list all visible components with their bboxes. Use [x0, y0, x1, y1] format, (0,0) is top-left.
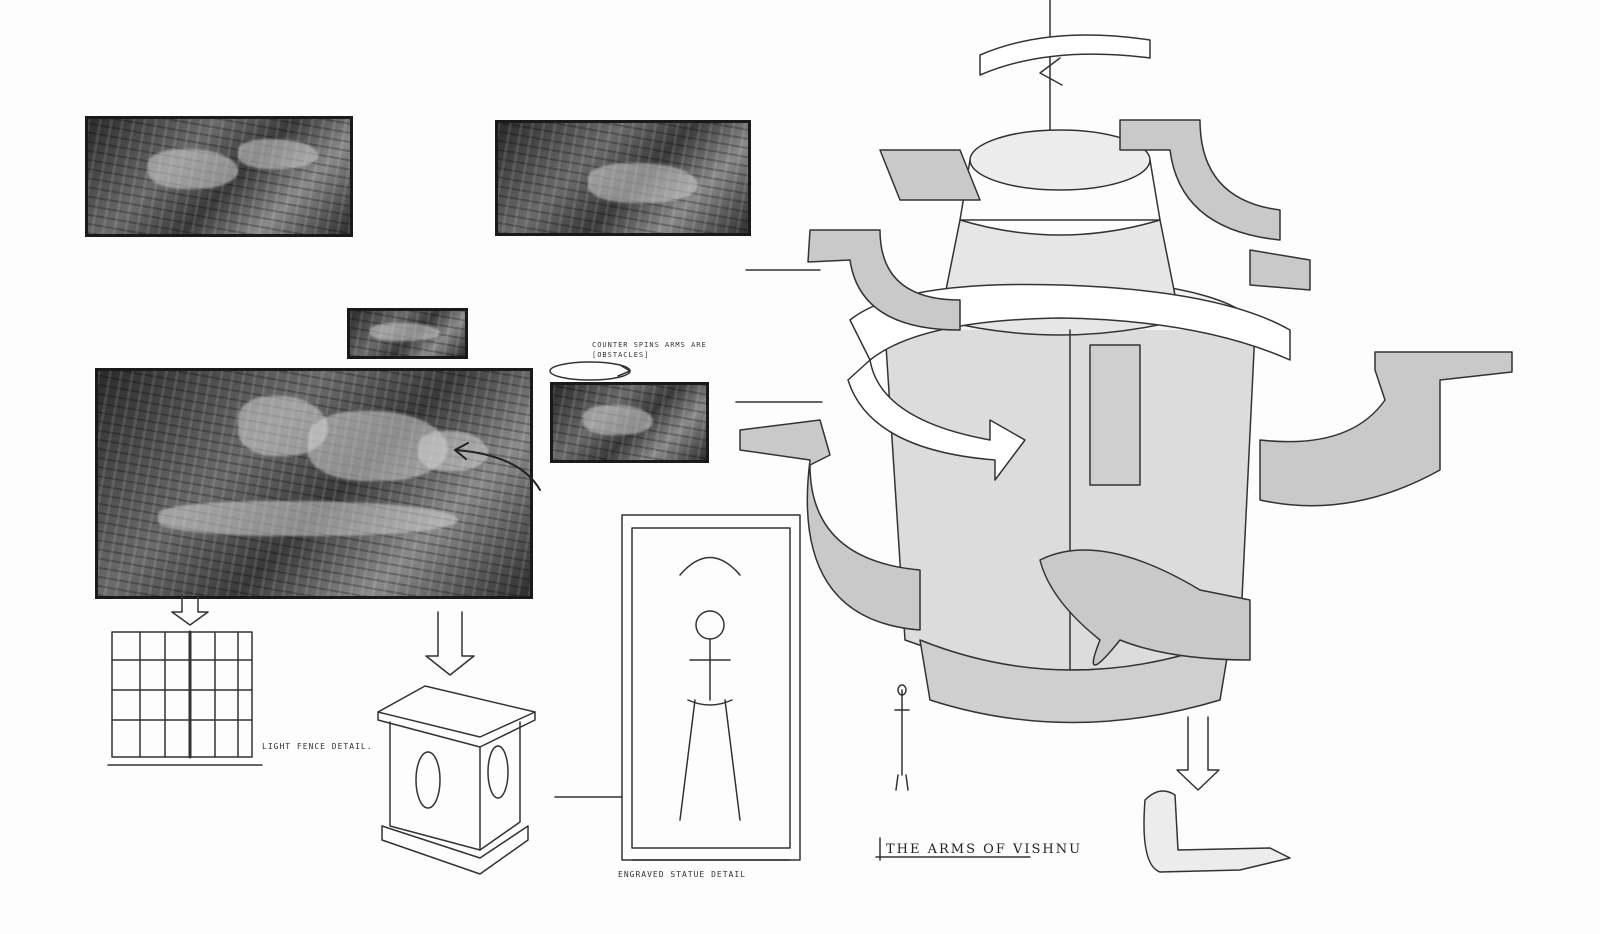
down-arrow-icon-3: [1176, 716, 1220, 791]
counter-spins-note: COUNTER SPINS ARMS ARE [OBSTACLES]: [592, 341, 707, 359]
arm-detail-sketch: [1143, 790, 1291, 873]
vishnu-tower-sketch: [735, 119, 1513, 791]
down-arrow-icon-2: [425, 611, 475, 676]
thumbnail-sketch-obstacles: [550, 382, 709, 463]
statue-sketch: [554, 514, 801, 861]
rotation-arrow-icon: [979, 0, 1151, 131]
pedestal-sketch: [377, 685, 536, 875]
down-arrow-icon: [171, 594, 209, 626]
curved-arrow-icon: [454, 449, 541, 491]
statue-detail-label: ENGRAVED STATUE DETAIL: [618, 870, 746, 879]
light-fence-label: LIGHT FENCE DETAIL.: [262, 742, 373, 751]
thumbnail-sketch-3: [347, 308, 468, 359]
light-fence-sketch: [107, 630, 263, 766]
thumbnail-sketch-main: [95, 368, 533, 599]
sheet-title: THE ARMS OF VISHNU: [886, 842, 1083, 857]
spin-arrow-icon: [549, 361, 631, 381]
thumbnail-sketch-2: [495, 120, 751, 236]
thumbnail-sketch-1: [85, 116, 353, 237]
